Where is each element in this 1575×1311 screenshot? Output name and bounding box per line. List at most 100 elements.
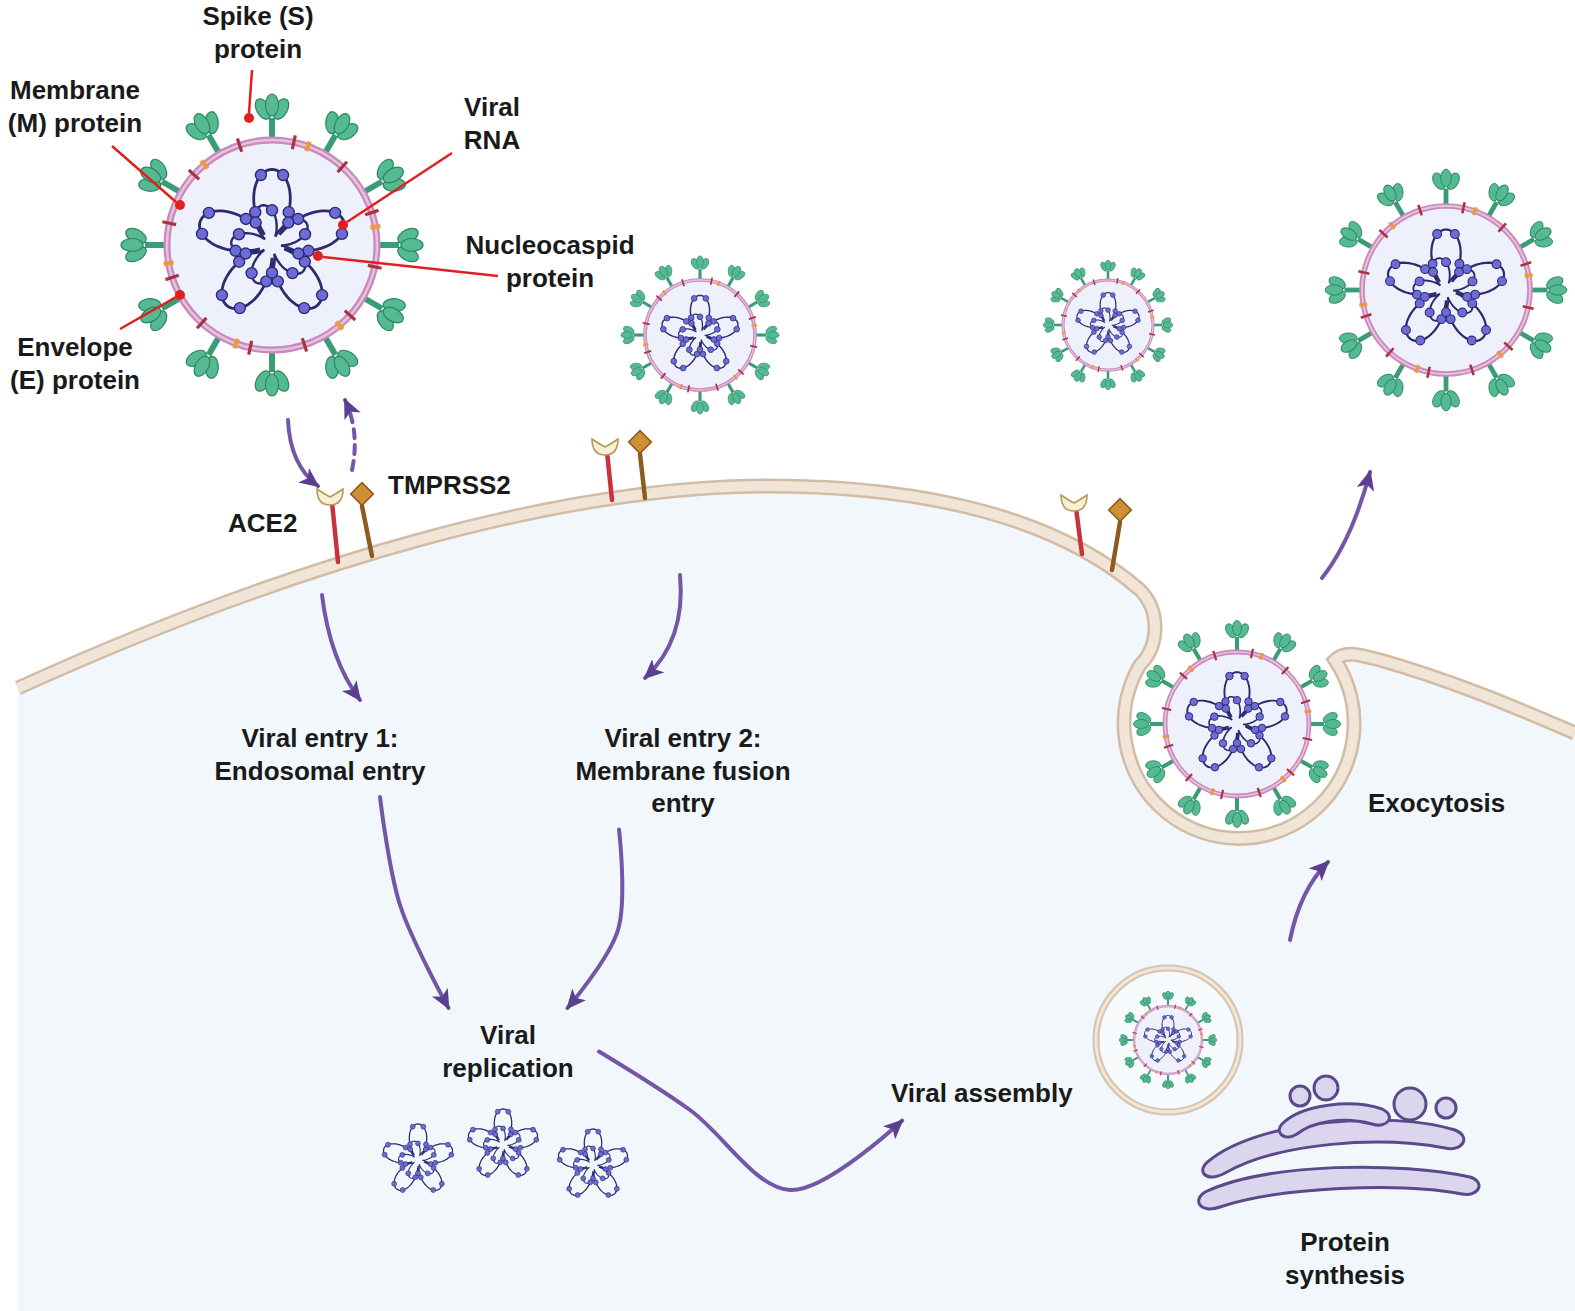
envelope-protein [1187,665,1194,672]
nucleocapsid-bead [697,347,703,353]
nucleocapsid-bead [246,268,257,279]
membrane-protein-mark [1143,1063,1147,1067]
membrane-protein [344,309,357,321]
spike-lobe [1145,764,1163,779]
membrane-protein-mark [368,264,382,270]
nucleocapsid-bead [596,1129,601,1134]
nucleocapsid-bead [1173,1047,1177,1051]
virus-envelope [1063,280,1153,370]
membrane-protein-mark [749,316,756,320]
receptor-group [317,431,1131,570]
nucleocapsid-bead [403,1162,408,1167]
spike-lobe [1181,632,1196,650]
membrane-protein [1220,790,1224,800]
nucleocapsid-bead [716,335,722,341]
nucleocapsid-bead [216,290,227,301]
nucleocapsid-bead [267,205,278,216]
membrane-protein-mark [710,277,713,285]
nucleocapsid-bead [1136,318,1141,323]
spike-lobe [266,374,279,396]
membrane-protein-mark [1257,788,1262,798]
membrane-protein [710,277,713,285]
envelope-protein [304,141,312,152]
membrane-protein [1198,1028,1203,1030]
spike-lobe [1119,1038,1126,1042]
entry-arrow [322,595,360,700]
nucleocapsid-bead [1222,705,1230,713]
nucleocapsid-bead [446,1142,451,1147]
receptor-head [317,489,343,505]
nucleocapsid-bead [230,245,241,256]
nucleocapsid-bead [293,248,304,259]
nucleocapsid-bead [425,1171,430,1176]
rna-strand [1155,1027,1180,1052]
nucleocapsid-bead [1120,318,1125,323]
spike-protein [1162,991,1175,1007]
nucleocapsid-bead [1106,308,1111,313]
golgi-vesicle [1314,1076,1338,1100]
spike-protein [252,348,292,396]
virus-envelope [1165,652,1309,796]
spike-lobe [1105,260,1111,269]
envelope-protein [232,338,240,349]
spike-lobe [1154,290,1165,300]
envelope-protein-mark [1359,302,1367,307]
spike-lobe [1325,285,1343,295]
membrane-protein-mark [734,291,740,298]
leader-line [249,70,252,113]
membrane-protein [1191,1061,1195,1065]
spike-lobe [1339,225,1359,243]
spike-lobe [1233,620,1242,635]
envelope-protein [1414,365,1420,374]
membrane-protein [301,338,308,352]
envelope-protein-mark [1135,357,1139,361]
protease-stem [1112,522,1120,570]
spike-lobe [1441,393,1451,411]
envelope-protein-mark [1472,207,1478,216]
spike-protein [690,256,711,281]
nucleocapsid-bead [416,1141,421,1146]
membrane-protein-mark [1385,347,1394,357]
receptor-head [1061,495,1087,511]
viral-rna [197,169,348,313]
nucleocapsid-bead [621,1147,626,1152]
membrane-protein [1164,744,1174,749]
virus-core [1362,206,1530,374]
rna-strand [468,1109,537,1175]
nucleocapsid-bead [734,326,740,332]
spike-lobe [1493,183,1511,203]
nucleocapsid-bead [691,295,697,301]
envelope-protein [370,224,381,230]
nucleocapsid-bead [1161,1031,1165,1035]
rna-strand [200,169,345,308]
spike-lobe [1133,371,1143,382]
nucleocapsid-bead [706,320,712,326]
envelope-protein [733,374,738,379]
membrane-protein [1185,773,1193,782]
membrane-protein-mark [196,317,208,330]
nucleocapsid-bead [283,207,294,218]
nucleocapsid-bead [1113,313,1118,318]
stage-label: Viral replication [423,1015,593,1088]
membrane-protein [1149,333,1155,336]
nucleocapsid-bead [234,303,245,314]
spike-lobe [1203,1059,1211,1066]
nucleocapsid-bead [449,1152,454,1157]
envelope-protein-mark [751,324,757,327]
spike-lobe [331,111,353,137]
receptor-stem [1076,508,1082,554]
nucleocapsid-bead [518,1145,523,1150]
nucleocapsid-bead [1119,350,1124,355]
spike-lobe [1073,371,1083,382]
membrane-protein [1189,1013,1193,1017]
rna-strand [1145,1016,1192,1061]
nucleocapsid-bead [299,303,310,314]
membrane-protein-mark [681,279,685,286]
nucleocapsid-bead [664,315,670,321]
membrane-protein [1141,1015,1145,1019]
nucleocapsid-bead [385,1142,390,1147]
envelope-protein-mark [1061,332,1066,335]
nucleocapsid-bead [689,320,695,326]
membrane-protein [1136,289,1141,294]
protease-stem [640,454,645,498]
